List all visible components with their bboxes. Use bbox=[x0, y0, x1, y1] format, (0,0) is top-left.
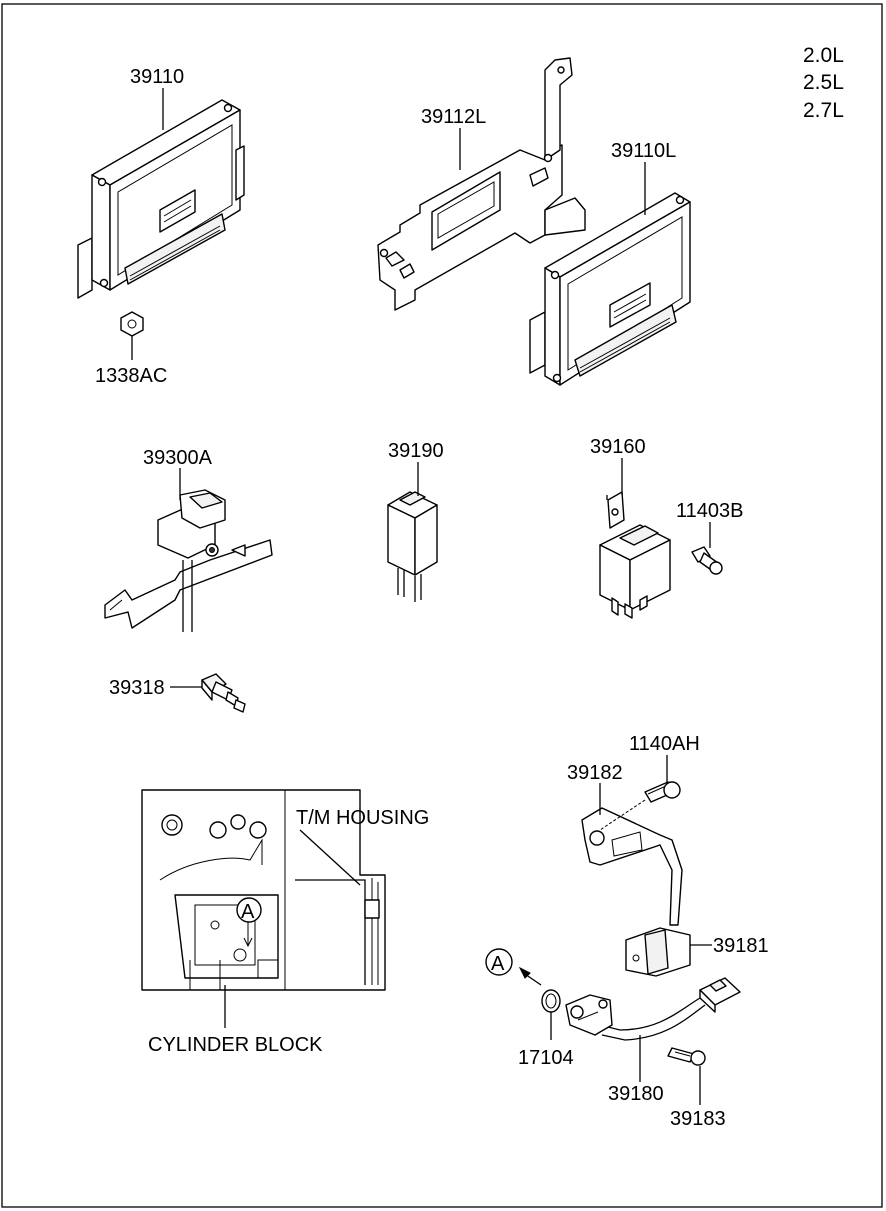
reference-marker-text: A bbox=[491, 953, 505, 975]
label-temp-sensor: 39318 bbox=[109, 677, 165, 699]
temperature-sensor[interactable] bbox=[201, 673, 246, 713]
nut-part[interactable] bbox=[120, 311, 144, 337]
diagram-border bbox=[1, 3, 883, 1208]
label-ecu-1: 39110 bbox=[130, 66, 184, 88]
map-sensor[interactable] bbox=[104, 489, 273, 632]
label-nut: 1338AC bbox=[95, 365, 167, 387]
o-ring[interactable] bbox=[541, 989, 561, 1013]
label-bracket: 39112L bbox=[421, 106, 486, 128]
ecu-unit-1[interactable] bbox=[77, 99, 245, 299]
small-relay[interactable] bbox=[387, 491, 438, 602]
sensor-bolt[interactable] bbox=[667, 1047, 706, 1066]
label-sensor-bolt: 39183 bbox=[670, 1108, 726, 1130]
ecu-unit-2[interactable] bbox=[529, 192, 691, 386]
detail-view: A bbox=[141, 789, 386, 991]
label-crank-sensor: 39180 bbox=[608, 1083, 664, 1105]
engine-variants: 2.0L 2.5L 2.7L bbox=[803, 44, 844, 122]
main-relay[interactable] bbox=[599, 491, 671, 619]
label-relay-bolt: 11403B bbox=[676, 500, 743, 522]
relay-bolt[interactable] bbox=[691, 546, 723, 575]
detail-marker-text: A bbox=[241, 901, 255, 923]
sensor-bracket[interactable] bbox=[581, 799, 683, 926]
label-bracket-bolt: 1140AH bbox=[629, 733, 700, 755]
mounting-bracket[interactable] bbox=[377, 57, 586, 311]
variant-label-2: 2.5L bbox=[803, 71, 844, 94]
bracket-clip[interactable] bbox=[625, 927, 691, 977]
variant-label-3: 2.7L bbox=[803, 99, 844, 122]
label-housing: T/M HOUSING bbox=[296, 807, 429, 829]
label-main-relay: 39160 bbox=[590, 436, 646, 458]
label-ecu-2: 39110L bbox=[611, 140, 676, 162]
label-bracket-clip: 39181 bbox=[713, 935, 769, 957]
label-sensor-bracket: 39182 bbox=[567, 762, 623, 784]
label-o-ring: 17104 bbox=[518, 1047, 574, 1069]
reference-marker: A bbox=[485, 948, 542, 986]
crank-sensor[interactable] bbox=[565, 977, 741, 1041]
bracket-bolt[interactable] bbox=[644, 781, 681, 803]
label-block: CYLINDER BLOCK bbox=[148, 1034, 323, 1056]
label-small-relay: 39190 bbox=[388, 440, 444, 462]
variant-label-1: 2.0L bbox=[803, 44, 844, 67]
leader-housing bbox=[299, 829, 361, 886]
label-map-sensor: 39300A bbox=[143, 447, 213, 469]
